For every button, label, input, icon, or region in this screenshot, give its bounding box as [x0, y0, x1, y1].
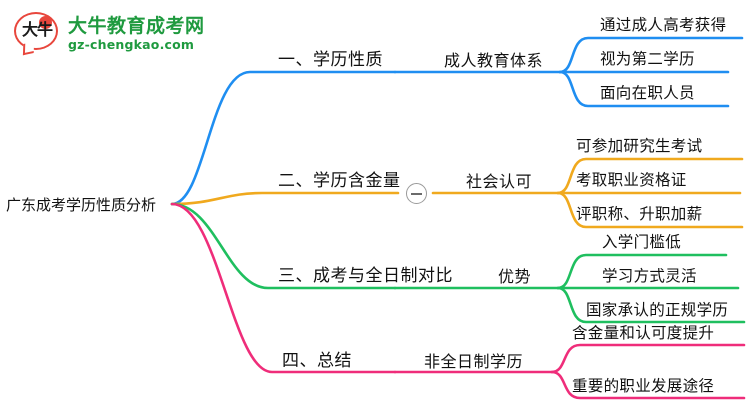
site-logo: 大牛 大牛教育成考网 gz-chengkao.com — [14, 12, 205, 56]
branch-2-level1-node[interactable]: 二、学历含金量 — [278, 171, 401, 191]
branch-4-leaf-1[interactable]: 含金量和认可度提升 — [572, 324, 715, 342]
mindmap-root-node[interactable]: 广东成考学历性质分析 — [6, 196, 157, 214]
logo-bubble-icon: 大牛 — [14, 12, 60, 56]
branch-1-leaf-1[interactable]: 通过成人高考获得 — [600, 16, 727, 34]
branch-3-level2-node[interactable]: 优势 — [498, 267, 532, 286]
branch-2-level2-node[interactable]: 社会认可 — [466, 172, 533, 191]
branch-3-level1-node[interactable]: 三、成考与全日制对比 — [278, 266, 453, 286]
branch-2-leaf-3[interactable]: 评职称、升职加薪 — [576, 205, 703, 223]
branch-2-collapse-toggle[interactable] — [406, 183, 427, 204]
branch-2-leaf-2[interactable]: 考取职业资格证 — [576, 171, 687, 189]
wire-branch-4-leaf-1 — [550, 343, 746, 374]
branch-1-level2-node[interactable]: 成人教育体系 — [444, 51, 544, 70]
branch-4-leaf-2[interactable]: 重要的职业发展途径 — [572, 377, 715, 395]
branch-3-leaf-1[interactable]: 入学门槛低 — [602, 233, 682, 251]
branch-4-level1-node[interactable]: 四、总结 — [282, 351, 352, 371]
wire-root-to-branch-2 — [170, 191, 400, 206]
branch-1-level1-node[interactable]: 一、学历性质 — [278, 50, 383, 70]
wire-root-to-branch-4 — [170, 202, 397, 374]
logo-title: 大牛教育成考网 — [68, 14, 205, 37]
logo-subtitle: gz-chengkao.com — [68, 36, 195, 52]
logo-mark-text: 大牛 — [21, 20, 53, 39]
branch-1-leaf-3[interactable]: 面向在职人员 — [600, 84, 695, 102]
branch-3-leaf-3[interactable]: 国家承认的正规学历 — [586, 301, 729, 319]
branch-3-leaf-2[interactable]: 学习方式灵活 — [602, 267, 697, 285]
branch-4-level2-node[interactable]: 非全日制学历 — [424, 352, 524, 371]
branch-1-leaf-2[interactable]: 视为第二学历 — [600, 50, 695, 68]
branch-2-leaf-1[interactable]: 可参加研究生考试 — [576, 137, 703, 155]
